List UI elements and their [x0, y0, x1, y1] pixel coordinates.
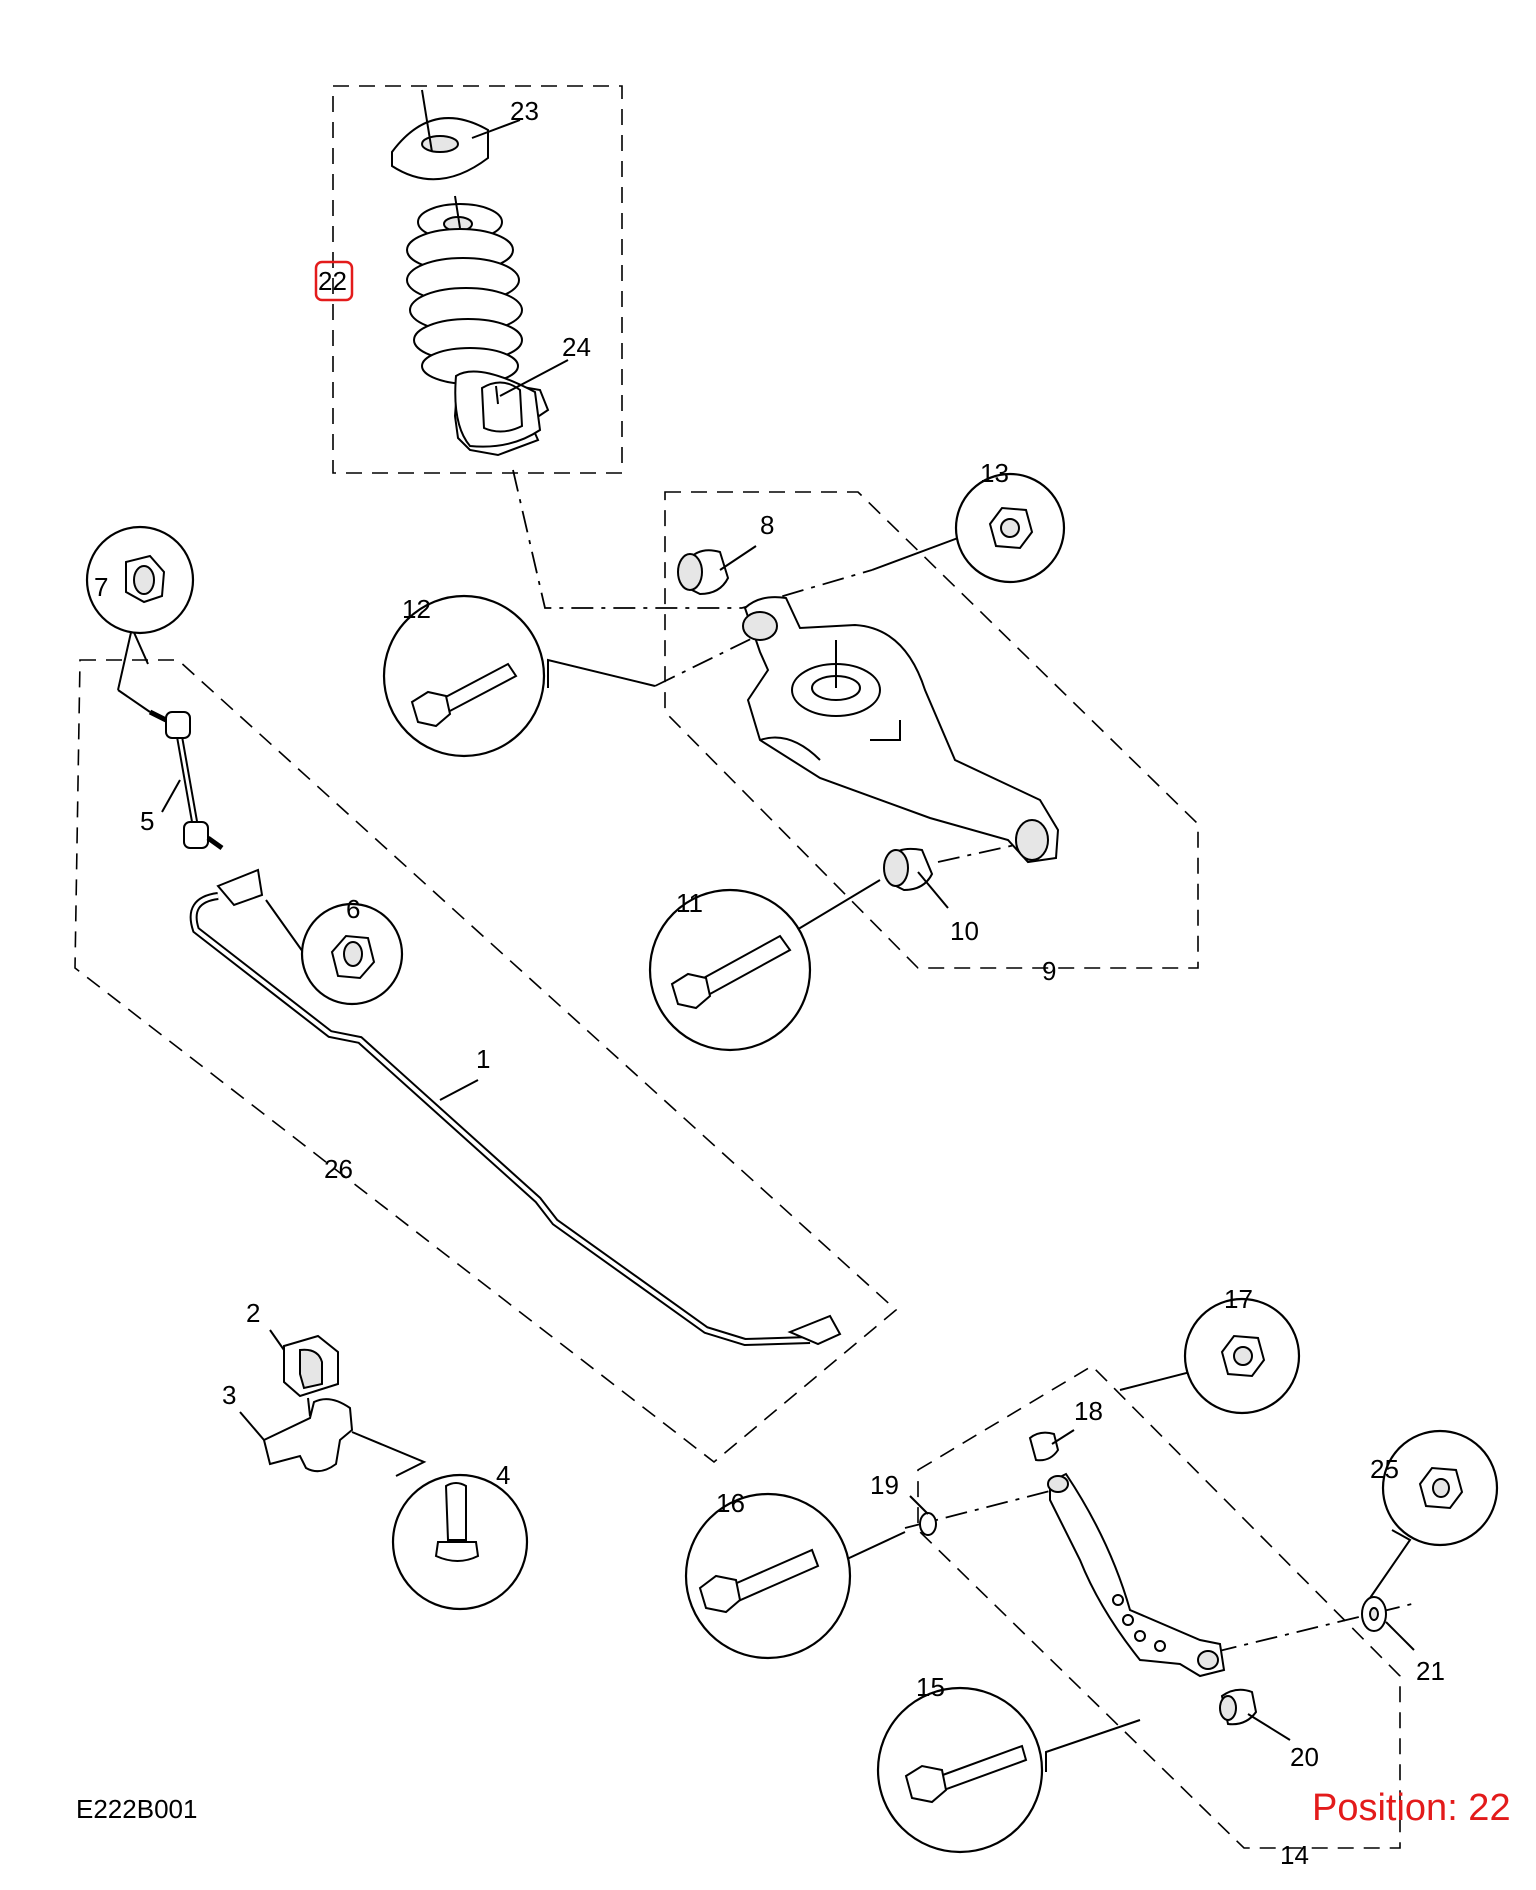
- spring-seat-lower-24: [453, 370, 550, 457]
- callout-11-bolt: [648, 879, 881, 1052]
- drop-link-5: [117, 689, 224, 851]
- bar-clamp-3: [262, 1397, 354, 1473]
- label-2: 2: [246, 1298, 260, 1328]
- label-20: 20: [1290, 1742, 1319, 1772]
- label-13: 13: [980, 458, 1009, 488]
- label-1: 1: [476, 1044, 490, 1074]
- label-23: 23: [510, 96, 539, 126]
- group-box-26: [74, 659, 898, 1464]
- label-6: 6: [346, 894, 360, 924]
- callout-13-nut: [871, 472, 1066, 584]
- callout-4-bolt: [351, 1431, 529, 1611]
- position-indicator: Position: 22: [1312, 1787, 1511, 1829]
- label-12: 12: [402, 594, 431, 624]
- diagram-code: E222B001: [76, 1794, 197, 1824]
- highlight-box-22: [314, 260, 354, 302]
- callout-7-nut: [85, 525, 195, 691]
- label-16: 16: [716, 1488, 745, 1518]
- label-22: 22: [318, 266, 347, 296]
- part-labels: 1 2 3 4 5 6 7 8 9 10 11 12 13 14 15 16 1…: [94, 96, 1445, 1870]
- label-14: 14: [1280, 1840, 1309, 1870]
- callout-16-bolt: [684, 1492, 906, 1660]
- callout-25-nut: [1369, 1429, 1499, 1599]
- washer-19: [919, 1512, 937, 1536]
- label-9: 9: [1042, 956, 1056, 986]
- label-4: 4: [496, 1460, 510, 1490]
- chain-line-12-arm: [654, 631, 766, 687]
- group-box-9: [664, 491, 1199, 969]
- group-box-22: [332, 85, 623, 474]
- label-8: 8: [760, 510, 774, 540]
- lateral-link: [1047, 1472, 1226, 1678]
- callout-12-bolt: [382, 594, 656, 758]
- label-24: 24: [562, 332, 591, 362]
- callout-6-nut: [265, 899, 404, 1006]
- bush-10: [883, 847, 934, 892]
- spring-seat-upper-23: [391, 89, 489, 181]
- label-7: 7: [94, 572, 108, 602]
- chain-line-spring-arm: [512, 469, 742, 609]
- chain-line-19-link: [904, 1489, 1055, 1529]
- label-5: 5: [140, 806, 154, 836]
- label-3: 3: [222, 1380, 236, 1410]
- callout-17-nut: [1119, 1297, 1301, 1415]
- washer-21: [1361, 1596, 1387, 1632]
- label-18: 18: [1074, 1396, 1103, 1426]
- chain-line-bush-10: [937, 844, 1016, 863]
- label-26: 26: [324, 1154, 353, 1184]
- stabilizer-bar: [189, 868, 842, 1347]
- lower-control-arm: [742, 596, 1060, 864]
- leader-lines: [161, 119, 1415, 1741]
- bar-bush-2: [283, 1334, 339, 1398]
- label-11: 11: [676, 888, 703, 918]
- label-19: 19: [870, 1470, 899, 1500]
- bush-20: [1219, 1688, 1258, 1726]
- label-10: 10: [950, 916, 979, 946]
- bush-8: [677, 549, 730, 596]
- callout-15-bolt: [876, 1686, 1141, 1854]
- label-17: 17: [1224, 1284, 1253, 1314]
- label-21: 21: [1416, 1656, 1445, 1686]
- label-15: 15: [916, 1672, 945, 1702]
- label-25: 25: [1370, 1454, 1399, 1484]
- bush-18: [1028, 1431, 1060, 1462]
- coil-spring: [406, 195, 523, 385]
- group-box-14: [917, 1364, 1401, 1849]
